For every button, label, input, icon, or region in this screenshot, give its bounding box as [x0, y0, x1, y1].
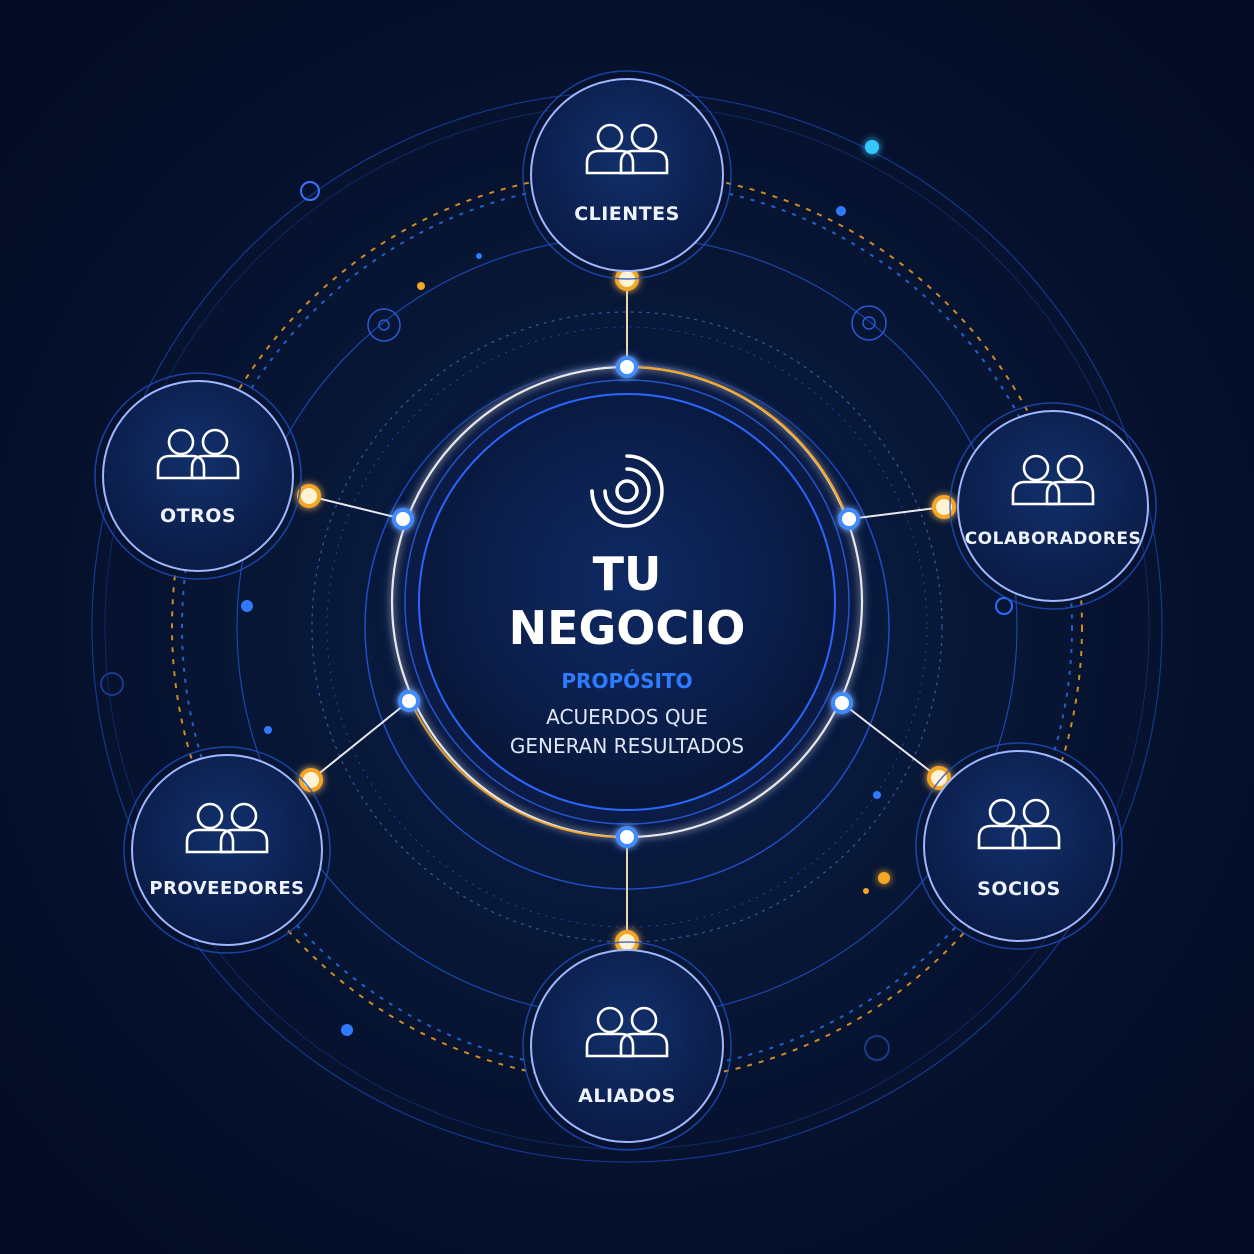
satellite-dot: [863, 888, 869, 894]
satellite-ring: [378, 319, 390, 331]
node-socios: SOCIOS: [915, 742, 1123, 950]
node-clientes: CLIENTES: [522, 70, 732, 280]
center-subtitle-line2: GENERAN RESULTADOS: [510, 734, 744, 758]
satellite-ring: [851, 305, 887, 341]
connector-proveedores: [310, 700, 410, 781]
satellite-ring: [864, 1035, 890, 1061]
node-label: SOCIOS: [977, 878, 1061, 900]
hub-orange-arc: [626, 365, 850, 521]
hub-inner-ring: [404, 379, 850, 825]
connectors: [308, 279, 945, 942]
hub-core: [418, 393, 836, 811]
node-label: CLIENTES: [574, 203, 680, 225]
node-aliados: ALIADOS: [522, 941, 732, 1151]
people-icon: [1011, 454, 1095, 506]
node-label: ALIADOS: [578, 1085, 676, 1107]
inner-dashed-orbit: [311, 311, 943, 943]
satellite-ring: [100, 672, 124, 696]
joint-proveedores: [299, 768, 323, 792]
hub-point-otros: [392, 508, 414, 530]
satellite-ring: [862, 316, 876, 330]
center-title-line1: TU: [593, 547, 662, 601]
node-colaboradores: COLABORADORES: [949, 402, 1157, 610]
stakeholder-nodes: CLIENTES COLABORADORES SOCIOS: [94, 70, 1157, 1151]
people-icon: [156, 428, 240, 480]
hub-orange-arc-2: [409, 699, 628, 839]
center-title-line2: NEGOCIO: [509, 601, 746, 655]
satellite-dot: [417, 282, 425, 290]
target-icon: [590, 454, 664, 528]
satellite-dot: [873, 791, 881, 799]
decorative-dots: [100, 140, 1013, 1061]
center-content: TU NEGOCIO PROPÓSITO ACUERDOS QUE GENERA…: [509, 454, 746, 758]
people-icon: [185, 802, 269, 854]
satellite-dot: [341, 1024, 353, 1036]
hub-point-aliados: [616, 826, 638, 848]
satellite-dot: [476, 253, 482, 259]
orange-dashed-orbit: [171, 171, 1083, 1083]
node-label: PROVEEDORES: [149, 878, 304, 899]
satellite-ring: [300, 181, 320, 201]
node-label: COLABORADORES: [965, 529, 1142, 549]
satellite-dot: [836, 206, 846, 216]
inner-dotted-orbit: [326, 326, 928, 928]
hub-point-colaboradores: [838, 508, 860, 530]
joint-colaboradores: [932, 495, 956, 519]
joint-socios: [927, 766, 951, 790]
center-subtitle-line1: ACUERDOS QUE: [546, 705, 708, 729]
node-otros: OTROS: [94, 372, 302, 580]
satellite-dot: [865, 140, 879, 154]
connector-colaboradores: [848, 506, 945, 520]
satellite-ring: [367, 308, 401, 342]
satellite-dot: [241, 600, 253, 612]
hub-point-clientes: [616, 356, 638, 378]
connector-socios: [841, 702, 940, 779]
people-icon: [977, 798, 1061, 850]
node-label: OTROS: [160, 505, 236, 527]
satellite-ring: [995, 597, 1013, 615]
satellite-dot: [878, 872, 890, 884]
hub-point-socios: [831, 692, 853, 714]
center-purpose: PROPÓSITO: [561, 669, 692, 693]
people-icon: [585, 1006, 669, 1058]
people-icon: [585, 123, 669, 175]
connector-otros: [308, 495, 404, 520]
blue-dashed-orbit: [181, 181, 1073, 1073]
hub-connection-points: [392, 356, 860, 848]
joint-otros: [297, 484, 321, 508]
central-hub: [387, 362, 867, 842]
node-proveedores: PROVEEDORES: [123, 746, 331, 954]
satellite-dot: [264, 726, 272, 734]
hub-point-proveedores: [398, 690, 420, 712]
